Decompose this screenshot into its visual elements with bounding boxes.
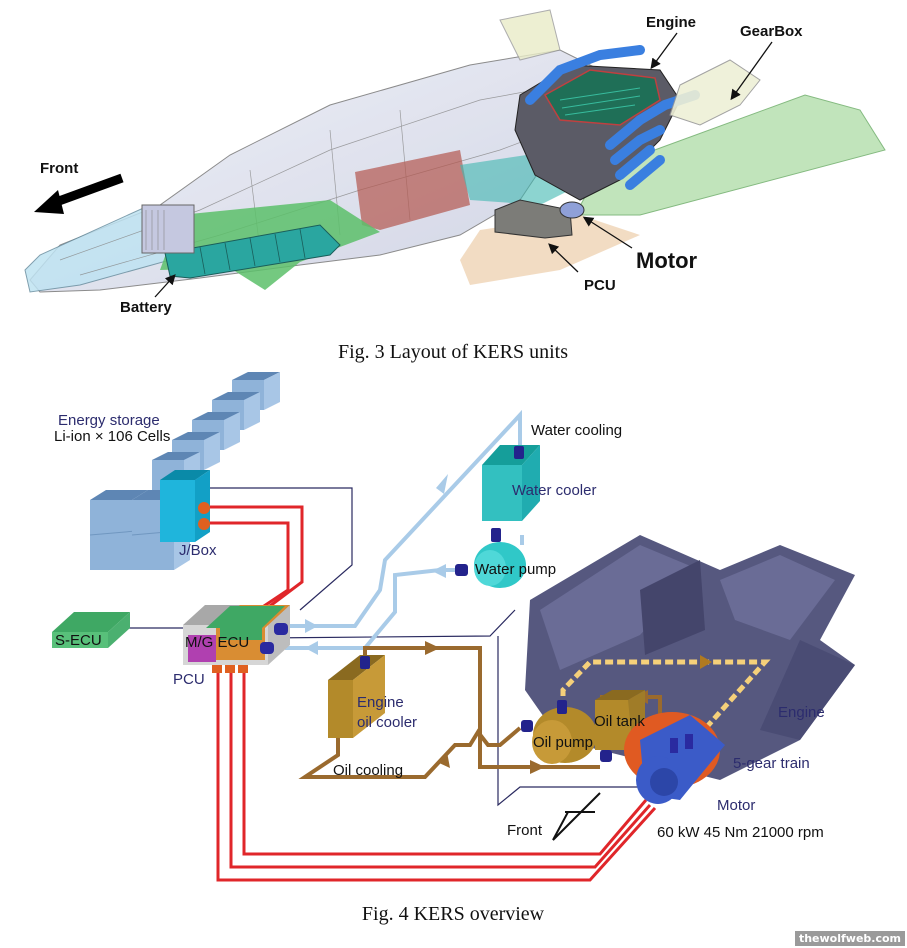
- water-cooler: [482, 445, 540, 521]
- label-water-pump: Water pump: [475, 561, 556, 578]
- hv-cables: [210, 505, 657, 882]
- water-cooler-port: [514, 446, 524, 459]
- figure4-caption: Fig. 4 KERS overview: [362, 903, 545, 925]
- gearbox-casing: [669, 59, 761, 126]
- motor-unit-3d: [636, 715, 725, 804]
- jbox-connector: [198, 502, 210, 514]
- engine-oil-circuit: [560, 659, 771, 742]
- label-engine: Engine: [778, 704, 825, 721]
- gearbox-leader-arrow: [730, 41, 773, 101]
- label-front-direction: Front: [507, 822, 543, 839]
- figure3-car-layout: Front Engine GearBox Battery PCU Motor: [24, 9, 886, 316]
- label-mg-ecu: M/G ECU: [185, 634, 249, 651]
- oil-flow-arrow-icon: [530, 760, 545, 774]
- watermark: thewolfweb.com: [794, 931, 905, 946]
- label-gearbox: GearBox: [740, 23, 803, 40]
- label-motor: Motor: [717, 797, 755, 814]
- label-front: Front: [40, 160, 78, 177]
- label-oil-tank: Oil tank: [594, 713, 645, 730]
- figure3-caption: Fig. 3 Layout of KERS units: [338, 341, 568, 363]
- label-energy-storage: Energy storage: [58, 412, 160, 429]
- label-secu: S-ECU: [55, 632, 102, 649]
- jbox-connector: [198, 518, 210, 530]
- label-motor-spec: 60 kW 45 Nm 21000 rpm: [657, 824, 824, 841]
- label-cells: Li-ion × 106 Cells: [54, 428, 170, 445]
- pcu-inverter-module: [188, 635, 216, 662]
- water-pump: [455, 528, 526, 588]
- label-engine-oil-cooler-line1: Engine: [357, 694, 404, 711]
- label-jbox: J/Box: [179, 542, 217, 559]
- battery-leader-arrow: [154, 274, 176, 298]
- figure4-kers-overview: Energy storage Li-ion × 106 Cells J/Box …: [52, 372, 855, 882]
- water-flow-arrow-icon: [305, 619, 318, 633]
- motor-unit: [559, 201, 585, 219]
- engine-oil-cooler: [328, 655, 385, 738]
- water-flow-arrow-icon: [432, 564, 446, 578]
- battery-junction-box: [141, 204, 195, 254]
- engine-airbox-grid: [559, 87, 641, 116]
- oil-flow-arrow-icon: [437, 752, 450, 768]
- pcu-leader-arrow: [548, 243, 579, 273]
- water-flow-arrow-icon: [305, 641, 318, 655]
- label-pcu: PCU: [173, 671, 205, 688]
- water-flow-arrow-icon: [436, 474, 448, 494]
- pcu-unit-3d: [183, 605, 290, 673]
- engine-oil-flow-arrow-icon: [700, 655, 712, 669]
- label-engine-oil-cooler-line2: oil cooler: [357, 714, 417, 731]
- mg-ecu-board: [206, 606, 285, 628]
- front-arrow-head-icon: [34, 190, 64, 214]
- engine-leader-arrow: [650, 32, 678, 70]
- oil-pump: [521, 700, 597, 764]
- label-battery: Battery: [120, 299, 172, 316]
- junction-box-fins: [145, 210, 165, 250]
- battery-cell-dividers: [199, 228, 306, 275]
- label-engine: Engine: [646, 14, 696, 31]
- rear-wing-plate: [499, 9, 561, 61]
- label-water-cooler: Water cooler: [512, 482, 596, 499]
- label-water-cooling: Water cooling: [531, 422, 622, 439]
- label-pcu: PCU: [584, 277, 616, 294]
- engine-airbox-top: [543, 69, 661, 126]
- motor-leader-arrow: [582, 216, 633, 249]
- s-ecu-unit: [52, 612, 130, 648]
- label-oil-cooling: Oil cooling: [333, 762, 403, 779]
- label-motor: Motor: [636, 248, 698, 273]
- pcu-water-port: [260, 642, 274, 654]
- water-pipes: [285, 409, 524, 650]
- pcu-water-port: [274, 623, 288, 635]
- label-oil-pump: Oil pump: [533, 734, 593, 751]
- oil-flow-arrow-icon: [425, 641, 440, 655]
- pcu-unit: [494, 199, 573, 239]
- front-direction-icon: [552, 792, 601, 841]
- sidepod-panel: [355, 150, 470, 230]
- label-gear-train: 5-gear train: [733, 755, 810, 772]
